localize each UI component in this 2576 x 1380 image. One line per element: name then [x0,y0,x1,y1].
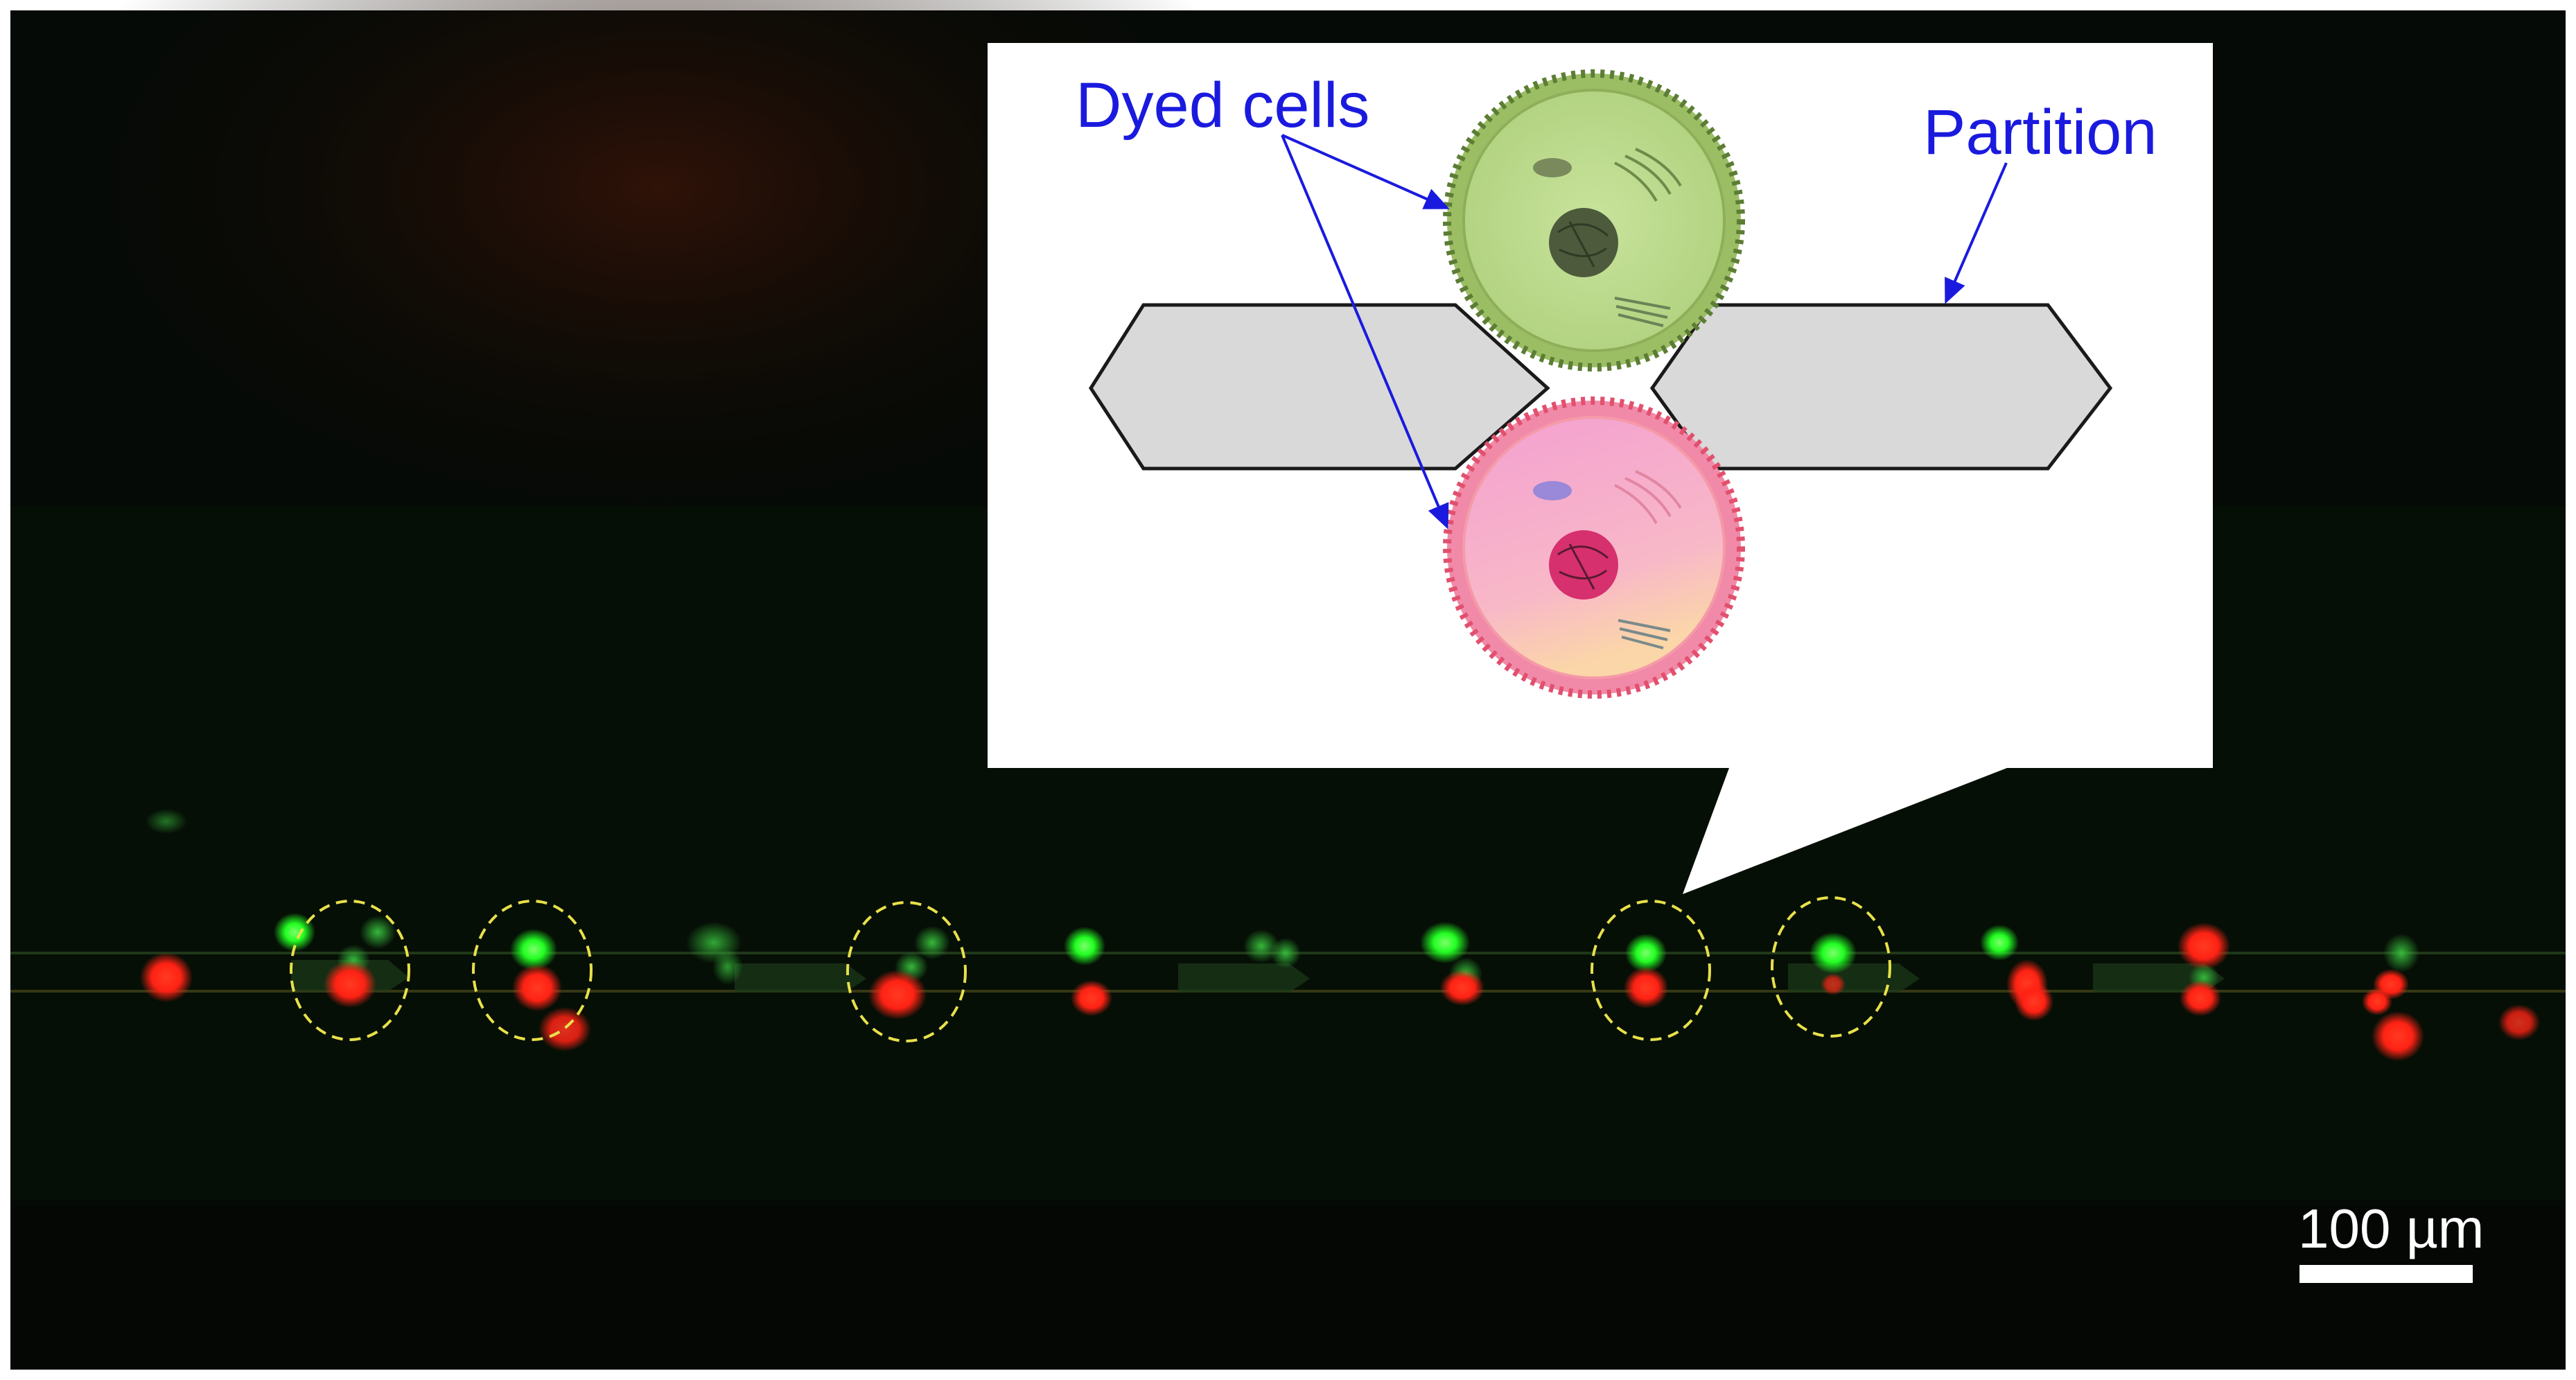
pair-circle [1591,900,1711,1041]
fluorescent-cells [140,809,2540,1061]
mitochondrion [1533,158,1572,177]
scale-bar-line [2299,1265,2473,1283]
partition-left [1089,303,1550,471]
pink-cell [1443,396,1745,699]
pair-circle [472,900,593,1041]
paired-cell-markers [290,896,1891,1042]
partition-right [1649,303,2113,471]
scale-bar-label: 100 µm [2298,1198,2484,1259]
green-cell [1443,69,1745,372]
nucleus [1549,530,1618,600]
partition-label: Partition [1923,97,2157,168]
dyed-cells-label: Dyed cells [1076,70,1369,141]
mitochondrion [1533,481,1572,500]
annotation-arrows [1281,134,2008,530]
callout-bubble: Dyed cells Partition [988,43,2213,894]
arrow-to-green-cell [1281,134,1450,209]
pair-circle [846,901,967,1042]
nucleus [1549,208,1618,277]
pair-circle [1771,896,1891,1038]
arrow-to-partition [1945,162,2008,304]
scale-bar: 100 µm [2298,1198,2484,1283]
pair-circle [290,900,410,1041]
arrow-to-pink-cell [1281,134,1449,530]
